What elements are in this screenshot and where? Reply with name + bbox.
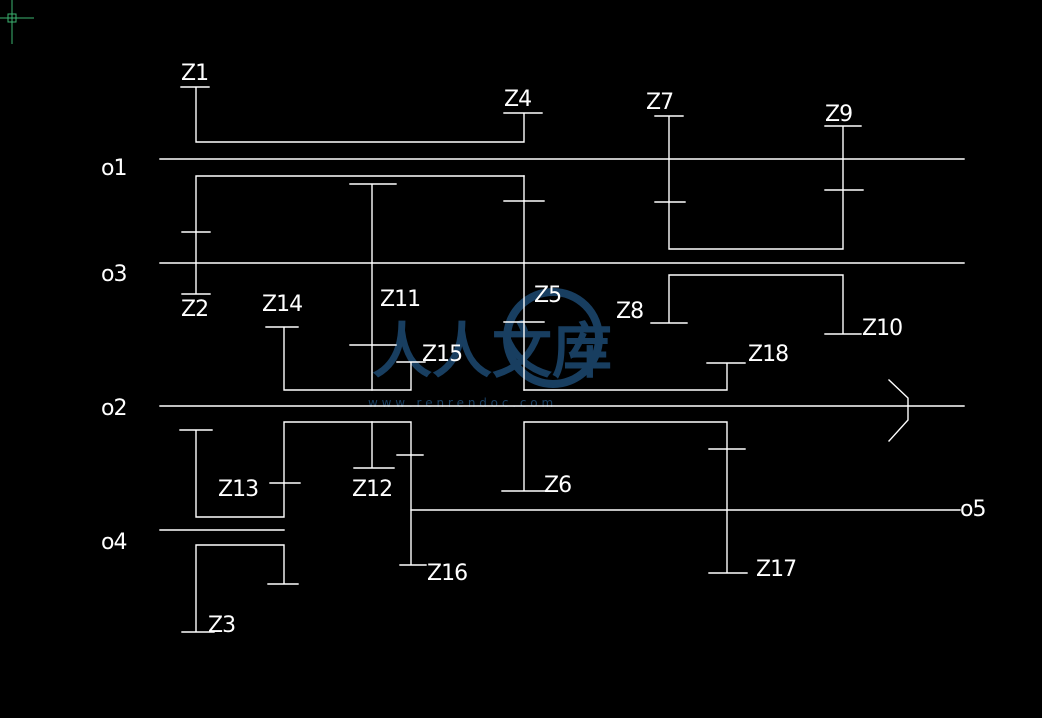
gear-label-z4: Z4 <box>504 87 531 112</box>
watermark-url-text: w w w . r e n r e n d o c . c o m <box>368 396 553 410</box>
gear-label-z14: Z14 <box>262 292 302 317</box>
cad-cursor-icon <box>0 0 34 44</box>
gear-block-z3 <box>181 544 299 633</box>
gear-label-z2: Z2 <box>181 297 208 322</box>
shaft-label-o2: o2 <box>101 396 126 421</box>
gear-label-z8: Z8 <box>616 299 643 324</box>
gear-label-z6: Z6 <box>544 473 571 498</box>
gear-label-z11: Z11 <box>380 287 420 312</box>
gear-block-z5-z18 <box>523 362 746 391</box>
watermark: 人人文库 w w w . r e n r e n d o c . c o m <box>368 288 612 410</box>
gear-block-z13-z12 <box>179 421 427 566</box>
output-arrow-icon <box>888 379 909 442</box>
shaft-label-o3: o3 <box>101 262 126 287</box>
gear-label-z3: Z3 <box>208 613 235 638</box>
gear-label-z13: Z13 <box>218 477 258 502</box>
gear-block-z7-z9 <box>654 115 864 250</box>
shaft-label-o1: o1 <box>101 156 126 181</box>
gear-label-z17: Z17 <box>756 557 796 582</box>
gear-label-z9: Z9 <box>825 102 852 127</box>
gear-block-z6-z17 <box>501 421 748 574</box>
gear-label-z5: Z5 <box>534 283 561 308</box>
shaft-lines <box>159 158 965 531</box>
gear-block-z2-z11-z5 <box>181 175 545 391</box>
gear-label-z10: Z10 <box>862 316 902 341</box>
gear-label-z1: Z1 <box>181 61 208 86</box>
gear-label-z18: Z18 <box>748 342 788 367</box>
shaft-labels: o1 o3 o2 o4 o5 <box>101 156 986 555</box>
gear-label-z15: Z15 <box>422 342 462 367</box>
watermark-ring-icon <box>503 288 603 388</box>
shaft-label-o4: o4 <box>101 530 126 555</box>
gear-block-z1-z4 <box>180 86 543 143</box>
gear-labels: Z1 Z4 Z7 Z9 Z2 Z14 Z11 Z5 Z8 Z10 Z15 Z18… <box>181 61 903 638</box>
gear-label-z12: Z12 <box>352 477 392 502</box>
gear-block-z14-z15 <box>265 326 426 391</box>
gear-block-z8-z10 <box>650 274 862 335</box>
watermark-logo-text: 人人文库 <box>372 317 612 387</box>
shaft-label-o5: o5 <box>960 497 985 522</box>
gear-label-z7: Z7 <box>646 90 673 115</box>
gear-label-z16: Z16 <box>427 561 467 586</box>
